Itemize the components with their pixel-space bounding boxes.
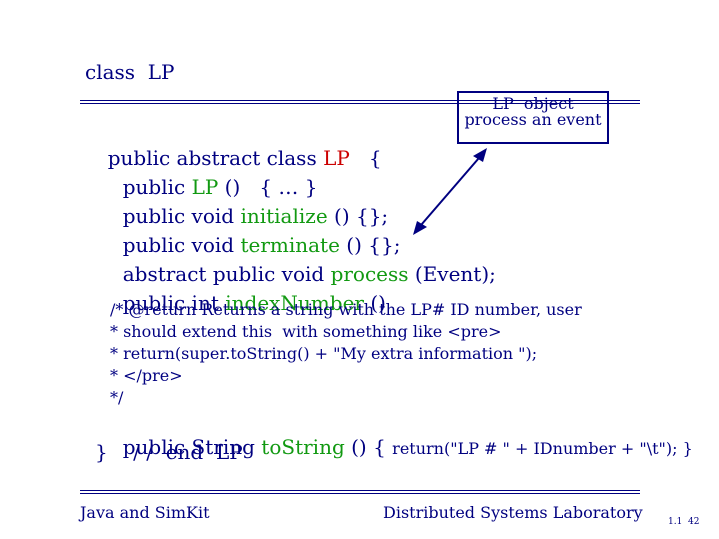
footer-rule-top	[80, 490, 640, 491]
callout-line-2: process an event	[464, 110, 602, 129]
title-rule-bottom	[80, 103, 640, 104]
comment-line-2: * should extend this with something like…	[110, 322, 502, 341]
footer-right: Distributed Systems Laboratory	[383, 503, 643, 522]
footer-left: Java and SimKit	[80, 503, 210, 522]
footer-rule-bottom	[80, 493, 640, 494]
code-line-indexnumber: public int indexNumber ()	[122, 291, 386, 315]
code-line-terminate: public void terminate () {};	[122, 233, 401, 257]
class-name: LP	[323, 146, 350, 170]
callout-box: LP object process an event	[457, 91, 609, 144]
comment-line-3: * return(super.toString() + "My extra in…	[110, 344, 538, 363]
method-initialize: initialize	[240, 204, 328, 228]
code-line-process: abstract public void process (Event);	[122, 262, 496, 286]
code-line-tostring: public String toString () { return("LP #…	[122, 435, 693, 459]
code-line-initialize: public void initialize () {};	[122, 204, 389, 228]
method-process: process	[330, 262, 409, 286]
slide-title: class LP	[85, 60, 175, 84]
method-tostring: toString	[261, 435, 345, 459]
comment-line-1: /* @return Returns a string with the LP#…	[110, 300, 582, 319]
constructor-name: LP	[191, 175, 219, 199]
comment-line-4: * </pre>	[110, 366, 183, 385]
method-indexnumber: indexNumber	[225, 291, 364, 315]
code-line-end: } / / end LP	[95, 440, 243, 464]
code-line-constructor: public LP () { … }	[122, 175, 318, 199]
method-terminate: terminate	[240, 233, 340, 257]
callout-line-1: LP object	[492, 94, 574, 113]
page-number: 1.1 42	[668, 517, 700, 527]
code-line-class-decl: public abstract class LP {	[107, 146, 382, 170]
title-rule-top	[80, 100, 640, 101]
comment-line-5: */	[110, 388, 124, 407]
